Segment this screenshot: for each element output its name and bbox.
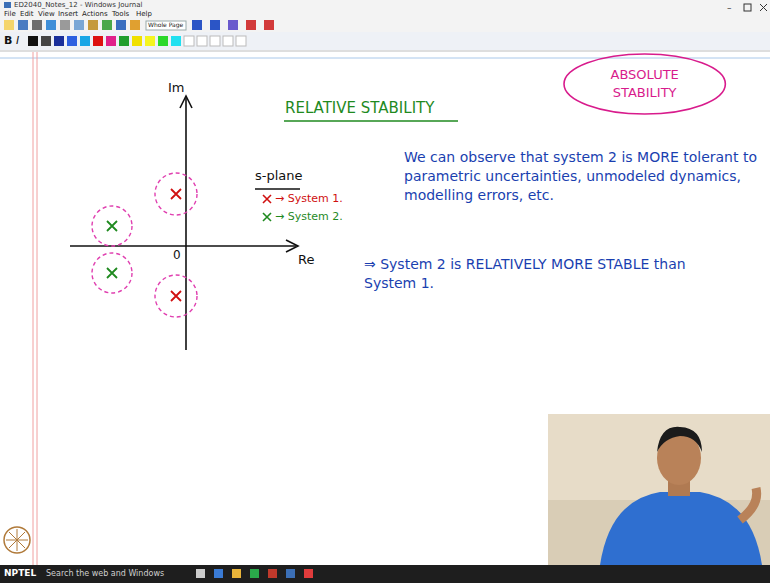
- axis-label: Im: [168, 80, 185, 96]
- s-plane-plot: [70, 96, 298, 350]
- menu-item: File: [4, 10, 16, 18]
- axis-label: Re: [298, 252, 314, 268]
- legend-row: → System 1.: [262, 192, 343, 205]
- ellipse-text: ABSOLUTE STABILITY: [591, 66, 699, 101]
- taskbar: [0, 565, 770, 583]
- nptel-logo: [4, 527, 30, 553]
- bold-button: B: [4, 34, 12, 47]
- logo-text: NPTEL: [4, 568, 36, 579]
- legend-text: → System 2.: [275, 210, 343, 223]
- menu-item: Insert: [58, 10, 78, 18]
- menu-item: View: [38, 10, 55, 18]
- window-chrome: –: [0, 0, 770, 52]
- page-margin: [0, 52, 770, 565]
- menu-item: Edit: [20, 10, 34, 18]
- origin-label: 0: [173, 248, 181, 262]
- menu-item: Tools: [112, 10, 129, 18]
- plane-label: s-plane: [255, 168, 303, 184]
- ellipse-note: ABSOLUTE STABILITY: [562, 52, 727, 116]
- zoom-select: Whole Page: [148, 21, 183, 28]
- section-heading: RELATIVE STABILITY: [285, 99, 434, 117]
- legend-cross: [262, 212, 272, 222]
- legend-row: → System 2.: [262, 210, 343, 223]
- svg-text:–: –: [727, 3, 732, 13]
- taskbar-search: Search the web and Windows: [46, 569, 164, 579]
- webcam-inset: [548, 414, 770, 565]
- menu-item: Help: [136, 10, 152, 18]
- conclusion-text: ⇒ System 2 is RELATIVELY MORE STABLE tha…: [364, 255, 694, 293]
- note-text: We can observe that system 2 is MORE tol…: [404, 148, 766, 205]
- italic-button: I: [16, 34, 19, 47]
- window-title: ED2040_Notes_12 - Windows Journal: [14, 1, 142, 9]
- legend-text: → System 1.: [275, 192, 343, 205]
- ellipse-outline: [562, 52, 727, 116]
- menu-item: Actions: [82, 10, 108, 18]
- legend-cross: [262, 194, 272, 204]
